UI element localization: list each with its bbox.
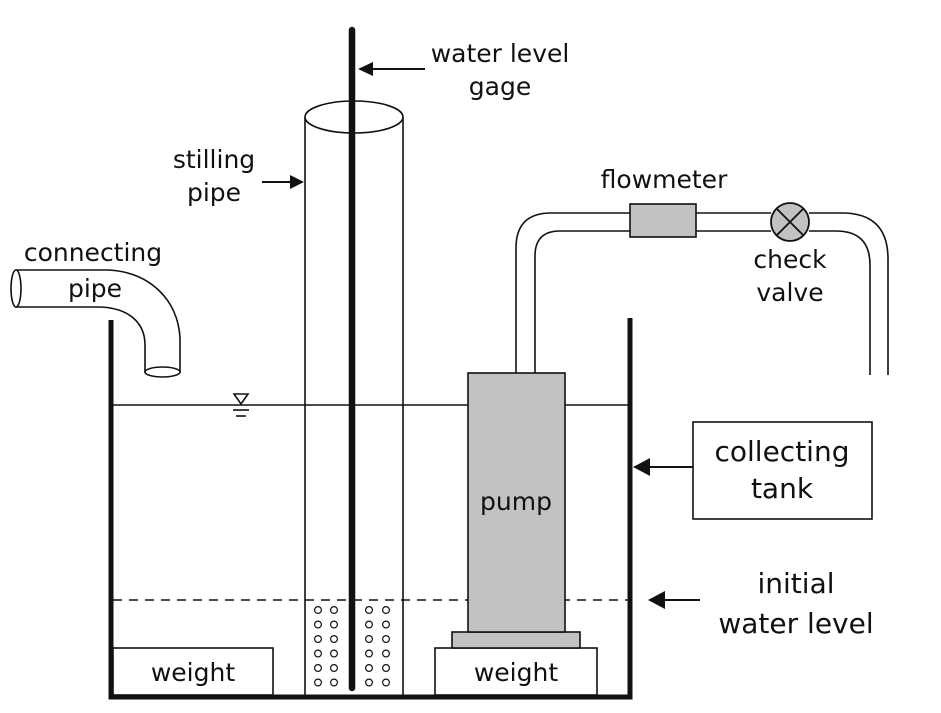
pump-base [451, 631, 581, 649]
perforation-hole [382, 605, 391, 614]
perforation-hole [314, 678, 323, 687]
perforation-hole [365, 620, 374, 629]
water-surface-icon [232, 393, 250, 417]
stilling-pipe-perforations [314, 605, 391, 687]
weight-block-left [112, 647, 274, 696]
perforation-hole [314, 663, 323, 672]
check-valve-icon [770, 202, 810, 242]
initial-water-level-label-line1: initial [758, 567, 835, 600]
connecting-pipe [10, 269, 181, 378]
perforation-hole [365, 678, 374, 687]
arrow-head-collecting-tank [633, 458, 650, 476]
perforation-hole [365, 663, 374, 672]
perforation-hole [330, 663, 339, 672]
arrow-head-stilling-pipe [290, 175, 304, 189]
water-level-gage-label-line2: gage [469, 72, 531, 101]
arrow-head-initial-water-level [648, 591, 665, 609]
perforation-hole [382, 649, 391, 658]
collecting-tank-label-line2: tank [751, 472, 814, 505]
collecting-tank [108, 318, 633, 700]
perforation-hole [330, 678, 339, 687]
pointer-arrows [262, 62, 700, 609]
perforation-hole [365, 605, 374, 614]
weight-label-left: weight [151, 658, 235, 687]
pump-label: pump [480, 487, 552, 516]
perforation-hole [314, 649, 323, 658]
perforation-hole [314, 634, 323, 643]
perforation-hole [382, 678, 391, 687]
check-valve-label-line2: valve [756, 278, 823, 307]
perforation-hole [382, 634, 391, 643]
perforation-hole [330, 620, 339, 629]
initial-water-level-label-line2: water level [718, 607, 873, 640]
perforation-hole [330, 605, 339, 614]
collecting-tank-label-line1: collecting [715, 435, 850, 468]
pump-body [467, 372, 566, 633]
perforation-hole [365, 649, 374, 658]
connecting-pipe-label-line1: connecting [24, 238, 162, 267]
flowmeter [629, 203, 697, 238]
collecting-tank-label-box [692, 421, 873, 520]
connecting-pipe-label-line2: pipe [68, 274, 122, 303]
perforation-hole [330, 634, 339, 643]
check-valve-label-line1: check [753, 245, 827, 274]
weight-label-right: weight [474, 658, 558, 687]
water-level-gage-label-line1: water level [431, 39, 570, 68]
discharge-pipe [515, 212, 889, 375]
perforation-hole [314, 605, 323, 614]
perforation-hole [382, 663, 391, 672]
stilling-pipe-label-line1: stilling [173, 145, 255, 174]
flowmeter-label: flowmeter [601, 165, 728, 194]
perforation-hole [365, 634, 374, 643]
stilling-pipe-label-line2: pipe [187, 178, 241, 207]
arrow-head-water-level-gage [358, 62, 373, 76]
perforation-hole [382, 620, 391, 629]
perforation-hole [330, 649, 339, 658]
perforation-hole [314, 620, 323, 629]
